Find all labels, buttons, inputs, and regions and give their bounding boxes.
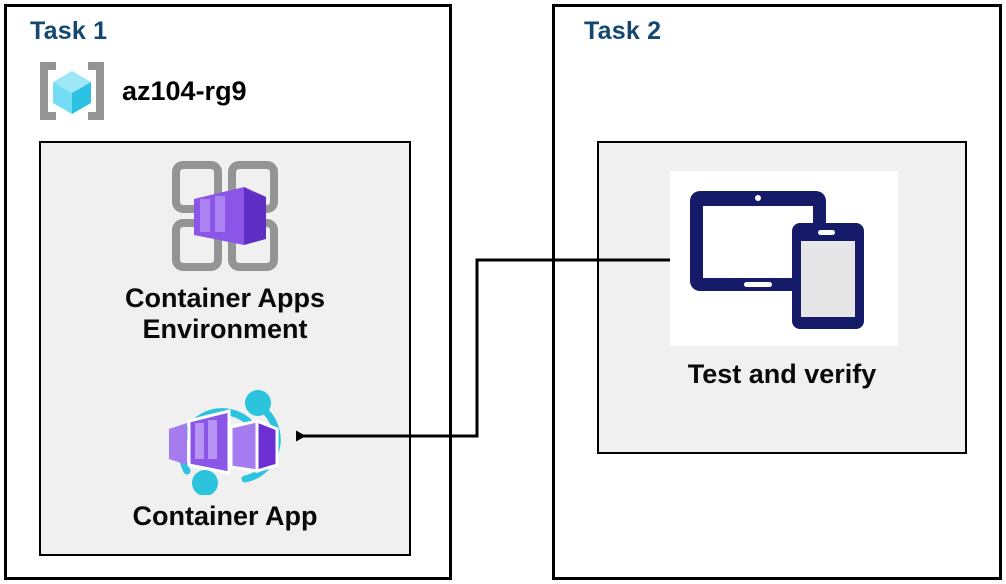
container-app-icon <box>145 379 305 495</box>
task2-heading: Task 2 <box>584 17 662 45</box>
test-and-verify-label: Test and verify <box>687 359 877 389</box>
container-apps-environment-label: Container Apps Environment <box>124 283 325 344</box>
task1-heading: Task 1 <box>30 17 108 45</box>
resource-group-row: az104-rg9 <box>36 58 247 124</box>
resource-group-label: az104-rg9 <box>122 75 247 106</box>
container-apps-environment-icon <box>166 157 284 277</box>
resource-group-icon <box>36 58 108 124</box>
container-app-item: Container App <box>41 379 409 532</box>
devices-test-icon <box>684 185 884 333</box>
container-app-label: Container App <box>132 501 318 531</box>
devices-test-tile <box>670 171 898 346</box>
container-apps-environment-item: Container Apps Environment <box>41 157 409 344</box>
task1-content-box: Container Apps Environment <box>39 141 411 556</box>
task2-content-box: Test and verify <box>597 141 967 454</box>
